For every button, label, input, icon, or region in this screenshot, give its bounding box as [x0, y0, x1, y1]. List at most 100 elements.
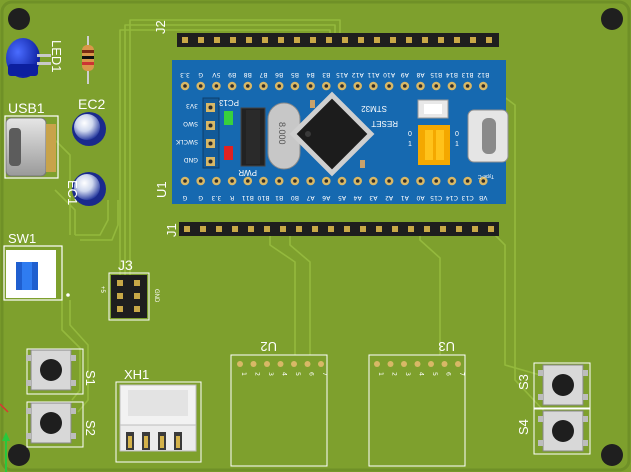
mcu-pad-hole: [340, 179, 344, 183]
s1-lead-a: [26, 355, 31, 361]
s3: S3: [516, 362, 591, 409]
mcu-pad-hole: [246, 179, 250, 183]
u3-pin: [374, 361, 380, 367]
regulator-tab: [246, 110, 260, 164]
j2-pin: [182, 37, 188, 43]
pwr-label: PWR: [238, 168, 257, 177]
s1-lead-b: [71, 355, 76, 361]
u3-outline: [368, 354, 466, 467]
u3-pin: [401, 361, 407, 367]
j2-pin: [454, 37, 460, 43]
j3-body: [111, 275, 147, 318]
mcu-pin-label: B3: [322, 71, 330, 78]
j2-pin: [470, 37, 476, 43]
s3-outline: [533, 362, 591, 409]
j2-pin: [374, 37, 380, 43]
s1-outline: [26, 348, 84, 395]
s2-lead-a: [26, 408, 31, 414]
swd-pad-hole: [208, 159, 213, 164]
j1-pin: [264, 226, 270, 232]
mcu-pad-hole: [465, 179, 470, 183]
mcu-pad-hole: [418, 179, 423, 183]
resistor-band1: [82, 50, 94, 53]
s2-lead-d: [71, 433, 76, 439]
j3-pin: [117, 293, 123, 299]
pc13-label: PC13: [218, 98, 239, 107]
u2-pin: [304, 361, 311, 367]
stm32-title: STM32: [361, 104, 387, 113]
j3-pin: [117, 280, 123, 286]
mcu-pin-label: A3: [369, 194, 377, 201]
j2-pin: [246, 37, 252, 43]
u2-pin: [318, 361, 324, 367]
mcu-pad-hole: [277, 179, 282, 183]
j2-pin: [390, 37, 396, 43]
mcu-pin-label: A9: [401, 71, 409, 78]
mcu-pad-hole: [324, 179, 329, 183]
u2-pin: [237, 361, 243, 367]
u2-pin: [250, 361, 257, 367]
swd-pad-hole: [208, 105, 213, 110]
swd-label: GND: [184, 156, 198, 163]
j3-label-right: GND: [153, 289, 159, 303]
mcu-usb-typec-port: [482, 118, 496, 154]
led1: LED1: [6, 38, 64, 78]
xh1-pin: [128, 436, 132, 448]
j1-pin: [360, 226, 366, 232]
usb1: USB1: [4, 100, 59, 179]
j1-pin: [216, 226, 222, 232]
u2-ref: U2: [260, 339, 277, 354]
smd-cap-2: [360, 160, 365, 168]
j1-pin: [296, 226, 302, 232]
u3-pin: [455, 361, 461, 367]
j2-pin: [310, 37, 316, 43]
j3-outline: [108, 272, 150, 321]
mcu-pad-hole: [198, 84, 203, 88]
resistor-band2: [82, 56, 94, 59]
mounting-hole-tr: [601, 8, 623, 30]
j1-pin: [184, 226, 190, 232]
mounting-holes: [8, 8, 623, 466]
mounting-hole-bl: [8, 444, 30, 466]
mcu-pin-label: B0: [291, 194, 299, 201]
mcu-pin-label: G: [182, 194, 187, 201]
ec1-ref: EC1: [65, 180, 80, 205]
j2: J2: [153, 20, 499, 47]
j2-pin: [438, 37, 444, 43]
j1-pin: [280, 226, 286, 232]
mcu-pad-hole: [246, 84, 250, 88]
j2-pin: [422, 37, 428, 43]
u3-pin: [428, 361, 434, 367]
s4-lead-b: [583, 416, 588, 422]
mcu-pad-hole: [371, 179, 376, 183]
mounting-hole-tl: [8, 8, 30, 30]
s3-lead-d: [583, 394, 588, 400]
boot-jumper-2: [436, 130, 444, 160]
mcu-pad-hole: [403, 84, 407, 88]
mcu-bottom-labels: VBC13C14C15A0A1A2A3A4A5A6A7B0B1B10B11R3.…: [182, 194, 487, 201]
s2-lead-b: [71, 408, 76, 414]
jumper-label-3: 1: [455, 141, 459, 148]
mcu-pin-label: C13: [461, 194, 473, 201]
s4-lead-a: [538, 416, 543, 422]
j3-pin: [117, 306, 123, 312]
j3-pins: [117, 280, 140, 312]
mcu-usb-label: Type-C: [477, 173, 494, 179]
jumper-label-2: 0: [408, 131, 412, 138]
u3-pin-label: 1: [377, 372, 384, 376]
mcu-pin-label: B13: [461, 71, 473, 78]
mcu-chip-dot: [304, 131, 311, 137]
mcu-pin-label: A1: [401, 194, 409, 201]
j1-pin: [488, 226, 494, 232]
j2-body: [177, 33, 499, 47]
j2-pin: [198, 37, 204, 43]
s1-body: [30, 349, 72, 391]
mcu-pin-label: B6: [275, 71, 283, 78]
led-base: [8, 64, 38, 76]
resistor-band3: [82, 62, 94, 65]
mcu-pin-label: A7: [306, 194, 314, 201]
